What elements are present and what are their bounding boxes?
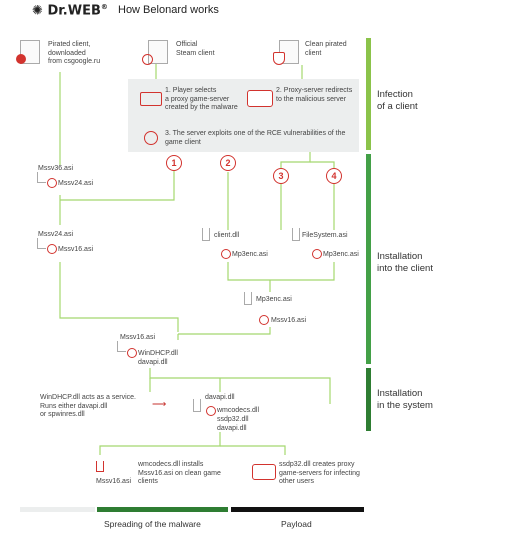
file-windhcp: WinDHCP.dll (138, 350, 178, 357)
vector-4-badge: 4 (326, 168, 342, 184)
wmcodecs-note: wmcodecs.dll installs Mssv16.asi on clea… (138, 461, 221, 485)
legend-bar-infection (20, 507, 95, 512)
down-arrow-icon (244, 292, 252, 305)
file-mssv16-d: Mssv16.asi (96, 478, 132, 485)
ssdp32-note: ssdp32.dll creates proxy game-servers fo… (279, 461, 360, 485)
power-icon (206, 406, 216, 416)
server-redirect-icon (247, 90, 273, 107)
steam-icon (142, 54, 153, 65)
stage-infection-label: Infection of a client (377, 89, 418, 112)
official-client-label: Official Steam client (176, 41, 215, 57)
page-title: How Belonard works (118, 4, 219, 16)
stage-installation-system-label: Installation in the system (377, 388, 433, 411)
power-icon (47, 244, 57, 254)
skull-icon (16, 54, 26, 64)
legend-bar-payload (231, 507, 364, 512)
step-2-text: 2. Proxy-server redirects to the malicio… (276, 87, 353, 103)
power-icon (221, 249, 231, 259)
legend-bar-spreading (97, 507, 228, 512)
power-icon (47, 178, 57, 188)
power-icon (259, 315, 269, 325)
file-mssv16-c: Mssv16.asi (120, 334, 156, 341)
pirated-client-label: Pirated client, downloaded from csgoogle… (48, 41, 101, 65)
down-arrow-icon (292, 228, 300, 241)
file-client-dll: client.dll (214, 232, 240, 239)
file-mssv16-b: Mssv16.asi (271, 317, 307, 324)
power-icon (127, 348, 137, 358)
windhcp-note: WinDHCP.dll acts as a service. Runs eith… (40, 394, 136, 418)
bug-icon (144, 131, 158, 145)
stage-bar-installation-system (366, 368, 371, 431)
stage-installation-client-label: Installation into the client (377, 251, 433, 274)
stage-bar-infection (366, 38, 371, 150)
file-ssdp32: ssdp32.dll (217, 416, 249, 423)
file-mp3enc-c: Mp3enc.asi (256, 296, 292, 303)
spider-icon: ✺ (32, 3, 43, 19)
shield-icon (273, 52, 285, 65)
install-arrow-icon (37, 238, 46, 249)
logo-reg: ® (100, 3, 108, 11)
right-arrow-icon: ⟶ (152, 399, 167, 410)
file-mssv36: Mssv36.asi (38, 165, 74, 172)
install-arrow-icon (37, 172, 46, 183)
file-mp3enc-a: Mp3enc.asi (232, 251, 268, 258)
step-1-text: 1. Player selects a proxy game-server cr… (165, 87, 238, 111)
file-davapi-a: davapi.dll (138, 359, 168, 366)
install-arrow-icon (117, 341, 126, 352)
file-davapi-b: davapi.dll (205, 394, 235, 401)
stage-bar-installation-client (366, 154, 371, 364)
step-3-text: 3. The server exploits one of the RCE vu… (165, 130, 346, 146)
file-mssv24-b: Mssv24.asi (38, 231, 74, 238)
file-mssv16-a: Mssv16.asi (58, 246, 94, 253)
file-davapi-c: davapi.dll (217, 425, 247, 432)
down-arrow-icon (96, 461, 104, 472)
vector-1-badge: 1 (166, 155, 182, 171)
attack-steps-panel (128, 79, 359, 152)
down-arrow-icon (202, 228, 210, 241)
logo-text: Dr.WEB (47, 3, 101, 19)
file-mp3enc-b: Mp3enc.asi (323, 251, 359, 258)
file-wmcodecs: wmcodecs.dll (217, 407, 260, 414)
official-client-icon (148, 40, 168, 64)
vector-3-badge: 3 (273, 168, 289, 184)
server-list-icon (140, 92, 162, 106)
clean-client-label: Clean pirated client (305, 41, 347, 57)
vector-2-badge: 2 (220, 155, 236, 171)
power-icon (312, 249, 322, 259)
proxy-server-icon (252, 464, 276, 480)
legend-spreading: Spreading of the malware (104, 519, 201, 529)
down-arrow-icon (193, 399, 201, 412)
file-mssv24-a: Mssv24.asi (58, 180, 94, 187)
legend-payload: Payload (281, 519, 312, 529)
drweb-logo: ✺ Dr.WEB® (32, 3, 108, 18)
file-filesystem: FileSystem.asi (302, 232, 348, 239)
